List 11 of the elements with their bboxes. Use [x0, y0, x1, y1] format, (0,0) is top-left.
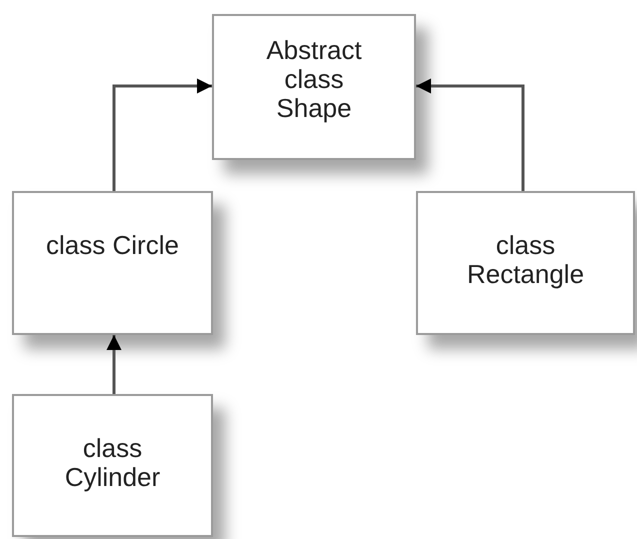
- class-name: class Circle: [45, 231, 180, 262]
- class-name: Abstract class Shape: [265, 36, 363, 126]
- class-box: [416, 191, 635, 335]
- class-name: class Rectangle: [466, 231, 586, 292]
- inheritance-arrow: [416, 78, 524, 191]
- class-box: [12, 394, 213, 537]
- class-name: class Cylinder: [64, 434, 162, 494]
- inheritance-arrow: [112, 78, 212, 191]
- class-box: [12, 191, 213, 335]
- class-box: [212, 14, 416, 160]
- inheritance-arrow: [106, 335, 122, 394]
